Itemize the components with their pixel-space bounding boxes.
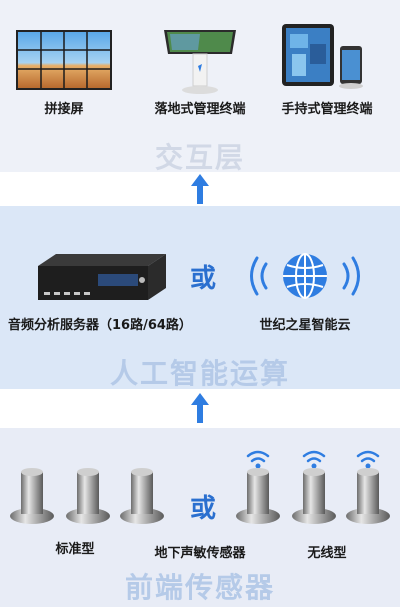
- sensor-layer-title: 前端传感器: [124, 571, 275, 604]
- interaction-item-label-floor-terminal: 落地式管理终端: [154, 102, 246, 117]
- ai-or-label: 或: [190, 264, 217, 294]
- sensor-item-label-wireless: 无线型: [307, 546, 347, 561]
- ai-item-label-audio-server: 音频分析服务器（16路/64路）: [8, 318, 192, 333]
- smart-cloud-globe-icon: [250, 253, 360, 299]
- wireless-sensor-image: [346, 450, 390, 524]
- up-arrow-icon: [191, 174, 209, 204]
- standard-sensor-image: [10, 468, 54, 524]
- standard-sensor-image: [120, 468, 164, 524]
- sensor-item-label-underground: 地下声敏传感器: [154, 546, 246, 561]
- floor-kiosk-image: [164, 30, 236, 94]
- ai-layer-title: 人工智能运算: [109, 357, 290, 390]
- standard-sensor-image: [66, 468, 110, 524]
- handheld-terminal-image: [282, 24, 363, 89]
- wireless-sensor-image: [236, 450, 280, 524]
- ai-item-label-smart-cloud: 世纪之星智能云: [259, 318, 351, 333]
- wireless-sensor-image: [292, 450, 336, 524]
- sensor-or-label: 或: [190, 494, 217, 524]
- up-arrow-icon: [191, 393, 209, 423]
- interaction-item-label-video-wall: 拼接屏: [44, 102, 84, 117]
- audio-analysis-server-image: [38, 254, 166, 300]
- sensor-item-label-standard: 标准型: [55, 542, 95, 557]
- video-wall-image: [16, 30, 112, 90]
- interaction-layer-title: 交互层: [154, 141, 245, 174]
- interaction-item-label-handheld-terminal: 手持式管理终端: [281, 102, 373, 117]
